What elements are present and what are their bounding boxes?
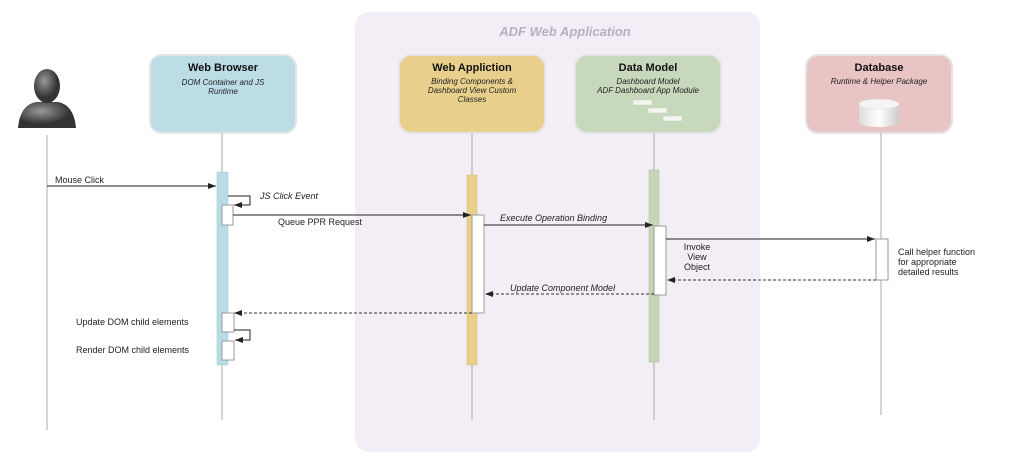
data-model-title: Data Model [619,62,678,74]
web-application-subtitle-2: Dashboard View Custom [428,86,517,95]
hierarchy-icon [632,99,683,122]
web-browser-subtitle-2: Runtime [208,87,238,96]
web-browser-title: Web Browser [188,62,259,74]
browser-activation-2 [221,312,235,333]
web-application-title: Web Appliction [432,62,512,74]
message-update-dom [234,329,251,343]
data-model-subtitle-1: Dashboard Model [616,77,679,86]
data-model-activation-1 [653,225,667,296]
group-title: ADF Web Application [498,24,631,39]
database-activation [875,238,889,281]
data-model-box [574,54,722,134]
message-label-invoke-1: Invoke [684,242,711,252]
message-js-click-event [228,195,251,208]
browser-activation-3 [221,340,235,361]
web-application-subtitle-1: Binding Components & [431,77,513,86]
web-browser-subtitle-1: DOM Container and JS [182,78,265,87]
data-model-subtitle-2: ADF Dashboard App Module [596,86,699,95]
message-label-update-component-model: Update Component Model [510,283,616,293]
message-label-invoke-3: Object [684,262,711,272]
web-application-activation-1 [471,214,485,314]
database-subtitle: Runtime & Helper Package [831,77,928,86]
message-label-render-dom: Render DOM child elements [76,345,190,355]
web-application-subtitle-3: Classes [458,95,486,104]
message-label-queue-ppr-request: Queue PPR Request [278,217,363,227]
web-browser-activation [216,171,229,366]
user-actor-icon [18,69,76,128]
message-label-execute-operation-binding: Execute Operation Binding [500,213,607,223]
web-browser-box [149,54,297,134]
message-label-update-dom: Update DOM child elements [76,317,189,327]
message-label-invoke-2: View [687,252,707,262]
message-label-helper-2: for appropriate [898,257,957,267]
database-box [805,54,953,134]
message-label-helper-3: detailed results [898,267,959,277]
message-label-js-click-event: JS Click Event [259,191,319,201]
message-label-helper-1: Call helper function [898,247,975,257]
database-cylinder-icon [858,98,900,127]
message-label-mouse-click: Mouse Click [55,175,105,185]
database-title: Database [855,62,904,74]
browser-activation-1 [221,204,234,226]
